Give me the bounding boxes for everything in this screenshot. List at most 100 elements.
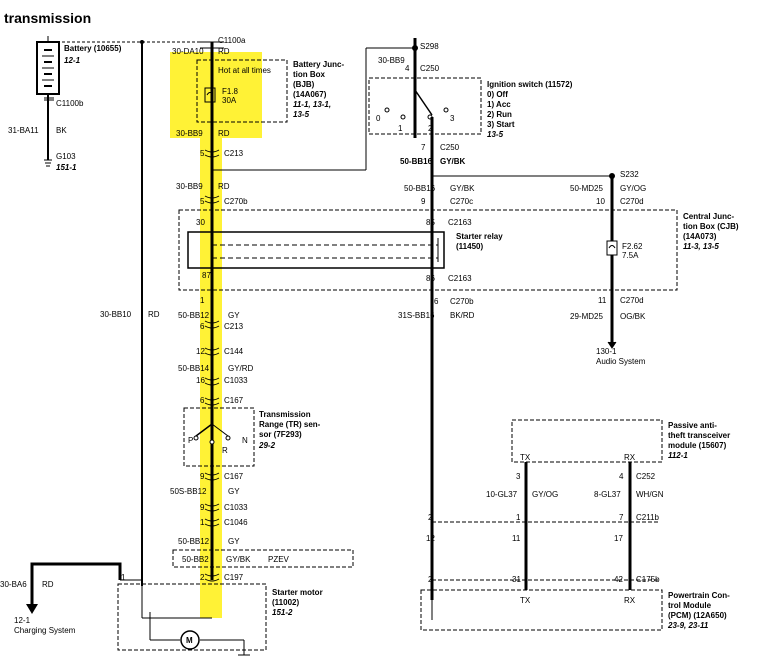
w3-circuit: 50-BB12 [178,311,210,320]
bb10-color: RD [148,310,160,319]
c167a-pin: 6 [200,396,205,405]
c2163b: C2163 [448,274,472,283]
pats-rx: RX [624,453,636,462]
c1033a-pin: 16 [196,376,205,385]
relay-p87: 87 [202,271,211,280]
battery-circuit: 31-BA11 [8,126,39,135]
c197-conn: C197 [224,573,244,582]
ba6-color: RD [42,580,54,589]
c167a-conn: C167 [224,396,244,405]
cjb-in-color: GY/BK [450,184,475,193]
bjb-name2: tion Box [293,70,325,79]
c213b-conn: C213 [224,322,244,331]
c1046-pin: 1 [200,518,205,527]
cjb-name: Central Junc- [683,212,735,221]
cjb-out-circuit: 29-MD25 [570,312,603,321]
battery-connector: C1100b [56,99,84,108]
tr-r: R [222,446,228,455]
s232-conn: C270d [620,197,644,206]
c213a-conn: C213 [224,149,244,158]
tr-sensor-box [183,407,255,467]
c1033b-conn: C1033 [224,503,248,512]
tr-ref: 29-2 [259,441,276,450]
c1033a-conn: C1033 [224,376,248,385]
cjb-in-pin: 9 [421,197,426,206]
motor-label: M [186,636,193,645]
relay-out-color: BK/RD [450,311,475,320]
w2-circuit: 30-BB9 [176,182,203,191]
w6-circuit: 50-BB12 [178,537,210,546]
fuse-f262-amps: 7.5A [622,251,639,260]
pats-name2: theft transceiver [668,431,731,440]
pcm-name3: (PCM) (12A650) [668,611,727,620]
ignition-switch-box [368,77,482,135]
w4-color: GY/RD [228,364,254,373]
pats-name3: module (15607) [668,441,727,450]
starter-name: Starter motor [272,588,323,597]
battery-name: Battery (10655) [64,44,122,53]
w4-circuit: 50-BB14 [178,364,210,373]
ign-out-color: GY/BK [440,157,466,166]
s232-label: S232 [620,170,639,179]
ign-out-conn: C250 [440,143,460,152]
cjb-in-circuit: 50-BB16 [404,184,436,193]
c175b-p2: 2 [428,575,433,584]
ignition-acc: 1) Acc [487,100,511,109]
c213a-pin: 5 [200,149,205,158]
c144-conn: C144 [224,347,244,356]
ignition-start: 3) Start [487,120,515,129]
cjb-box [178,209,678,291]
ba6-pin: 1 [121,573,126,582]
bjb-part: (14A067) [293,90,327,99]
w7-color: GY/BK [226,555,251,564]
fuse-f18 [204,87,216,103]
ignition-ref: 13-5 [487,130,504,139]
tr-p: P [188,436,194,445]
cjb-out-pin: 11 [598,296,607,305]
s298-circuit: 30-BB9 [378,56,405,65]
main-circuit: 30-DA10 [172,47,204,56]
starter-relay-box [187,231,445,269]
c211b-conn: C211b [636,513,659,522]
highlight-bjb [170,52,262,138]
pcm-tx: TX [520,596,531,605]
w7-circuit: 50-BB2 [182,555,209,564]
cjb-name2: tion Box (CJB) [683,222,739,231]
c2163a: C2163 [448,218,472,227]
cjb-in-conn: C270c [450,197,474,206]
c270b-conn: C270b [224,197,248,206]
bb10-circuit: 30-BB10 [100,310,132,319]
bjb-box [196,59,288,123]
mid-p11: 11 [512,534,521,543]
mid-p17: 17 [614,534,623,543]
c197-pin: 2 [200,573,205,582]
starter-ref: 151-2 [272,608,293,617]
w3-color: GY [228,311,240,320]
fuse-f18-label: F1.8 [222,87,239,96]
c252-col1: GY/OG [532,490,559,499]
w1-color: RD [218,129,230,138]
tr-name2: Range (TR) sen- [259,420,321,429]
w5-circuit: 50S-BB12 [170,487,207,496]
motor-symbol [180,630,200,650]
c252-conn: C252 [636,472,656,481]
w5-color: GY [228,487,240,496]
pats-name: Passive anti- [668,421,717,430]
bjb-abbr: (BJB) [293,80,315,89]
w6-color: GY [228,537,240,546]
c252-p4: 4 [619,472,624,481]
c175b-p42: 42 [614,575,623,584]
relay-p30: 30 [196,218,205,227]
bjb-refs2: 13-5 [293,110,310,119]
starter-relay-part: (11450) [456,242,484,251]
pcm-refs: 23-9, 23-11 [668,621,709,630]
p1: 1 [200,296,205,305]
s232-pin: 10 [596,197,605,206]
w7-option: PZEV [268,555,289,564]
audio-ref: 130-1 [596,347,617,356]
starter-motor-box [117,583,267,651]
bjb-hot: Hot at all times [218,66,271,75]
ground-name: G103 [56,152,76,161]
fuse-f18-amps: 30A [222,96,237,105]
